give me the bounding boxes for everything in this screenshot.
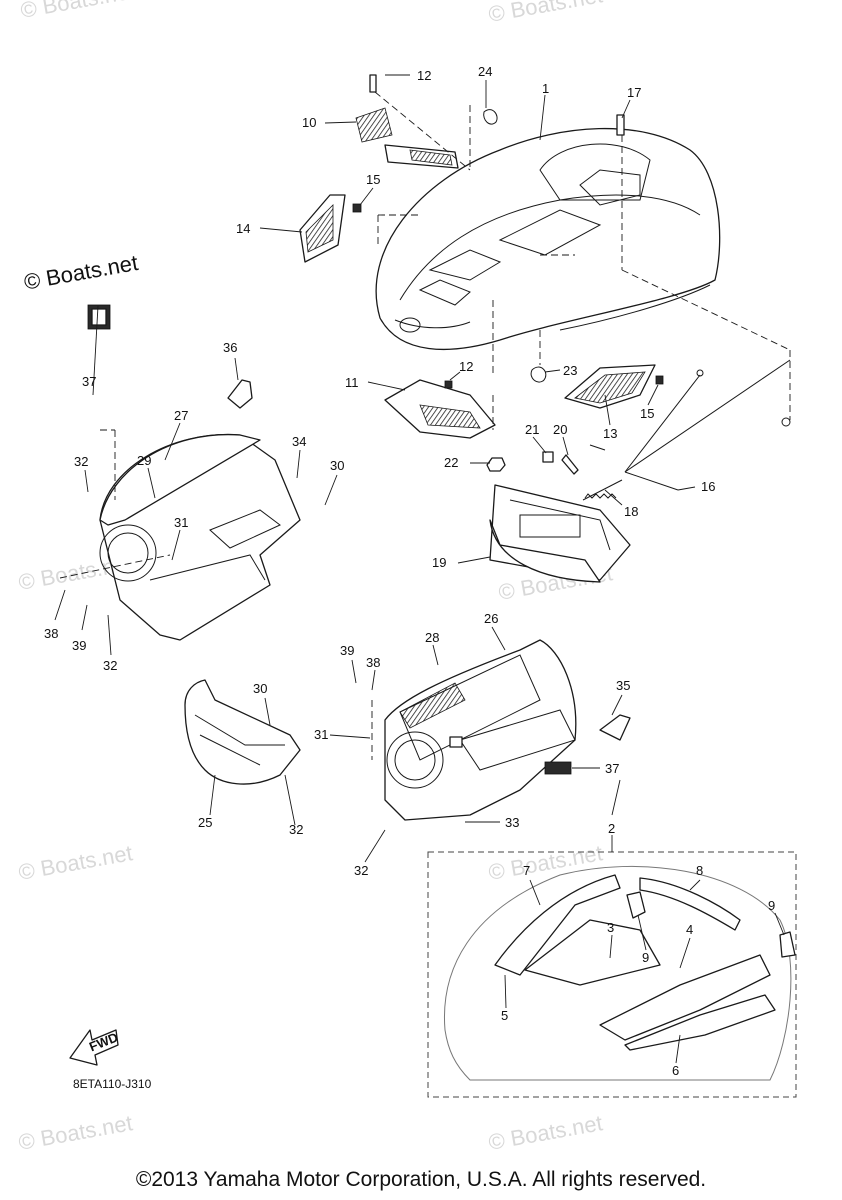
callout-2: 2 <box>608 821 615 836</box>
panel-11 <box>384 379 496 439</box>
callout-3: 3 <box>607 920 614 935</box>
watermark-text: © Boats.net <box>17 1110 135 1155</box>
callout-22: 22 <box>444 455 458 470</box>
callout-30: 30 <box>330 458 344 473</box>
callout-21: 21 <box>525 422 539 437</box>
callout-7: 7 <box>523 863 530 878</box>
callout-14: 14 <box>236 221 250 236</box>
callout-17: 17 <box>627 85 641 100</box>
callout-9: 9 <box>768 898 775 913</box>
watermark-text: © Boats.net <box>487 0 605 27</box>
bracket-19 <box>489 484 631 583</box>
callout-32: 32 <box>354 863 368 878</box>
callout-16: 16 <box>701 479 715 494</box>
callout-12: 12 <box>459 359 473 374</box>
callout-32: 32 <box>74 454 88 469</box>
lower-cover-25 <box>184 679 301 785</box>
callout-25: 25 <box>198 815 212 830</box>
right-side-cover-26 <box>384 639 631 821</box>
watermark-text: © Boats.net <box>17 840 135 885</box>
callout-35: 35 <box>616 678 630 693</box>
left-side-cover-27 <box>87 304 301 641</box>
callout-11: 11 <box>345 375 359 390</box>
diagram-code: 8ETA110-J310 <box>73 1077 152 1091</box>
callout-13: 13 <box>603 426 617 441</box>
callout-10: 10 <box>302 115 316 130</box>
callout-31: 31 <box>314 727 328 742</box>
front-hood <box>375 127 721 351</box>
callout-5: 5 <box>501 1008 508 1023</box>
panel-13 <box>564 364 656 409</box>
callout-30: 30 <box>253 681 267 696</box>
callout-24: 24 <box>478 64 492 79</box>
copyright-notice: ©2013 Yamaha Motor Corporation, U.S.A. A… <box>135 1168 707 1191</box>
callout-36: 36 <box>223 340 237 355</box>
callout-33: 33 <box>505 815 519 830</box>
callout-1: 1 <box>542 81 549 96</box>
callout-29: 29 <box>137 453 151 468</box>
callout-37: 37 <box>82 374 96 389</box>
callout-8: 8 <box>696 863 703 878</box>
callout-9: 9 <box>642 950 649 965</box>
callout-18: 18 <box>624 504 638 519</box>
callout-12: 12 <box>417 68 431 83</box>
callout-28: 28 <box>425 630 439 645</box>
callout-19: 19 <box>432 555 446 570</box>
callout-15: 15 <box>366 172 380 187</box>
callout-23: 23 <box>563 363 577 378</box>
callout-32: 32 <box>103 658 117 673</box>
callout-31: 31 <box>174 515 188 530</box>
callout-labels: 12 10 24 1 17 15 14 11 12 23 13 15 16 18… <box>44 64 775 1078</box>
callout-38: 38 <box>366 655 380 670</box>
callout-26: 26 <box>484 611 498 626</box>
callout-4: 4 <box>686 922 693 937</box>
callout-37: 37 <box>605 761 619 776</box>
side-cover-14 <box>299 194 346 263</box>
assembly-2-box <box>427 851 797 1098</box>
callout-38: 38 <box>44 626 58 641</box>
callout-27: 27 <box>174 408 188 423</box>
callout-32: 32 <box>289 822 303 837</box>
callout-39: 39 <box>72 638 86 653</box>
clip-36 <box>227 379 253 409</box>
callout-20: 20 <box>553 422 567 437</box>
fwd-arrow: FWD <box>69 1029 120 1066</box>
callout-6: 6 <box>672 1063 679 1078</box>
decal-strip-10 <box>355 107 459 169</box>
watermark-text: © Boats.net <box>487 1110 605 1155</box>
callout-34: 34 <box>292 434 306 449</box>
fasteners-upper <box>352 74 664 475</box>
callout-39: 39 <box>340 643 354 658</box>
callout-15: 15 <box>640 406 654 421</box>
watermark-text: © Boats.net <box>19 0 137 23</box>
leader-lines <box>54 74 791 1064</box>
